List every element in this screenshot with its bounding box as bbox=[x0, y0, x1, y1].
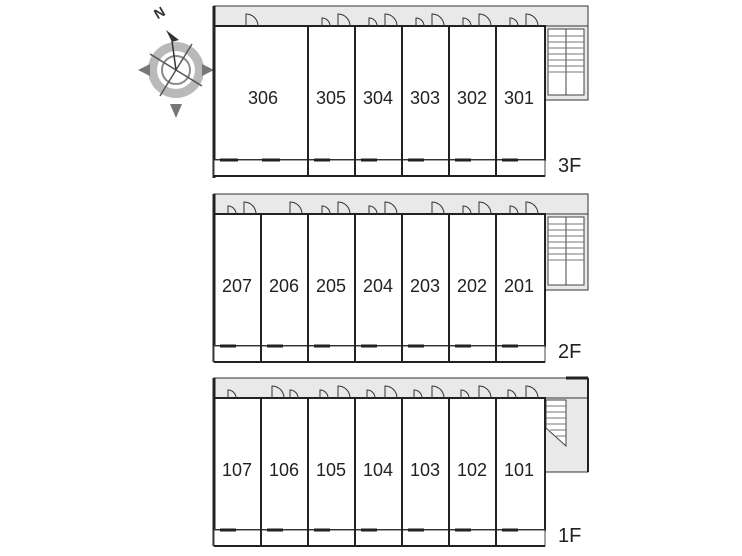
unit-label: 102 bbox=[457, 460, 487, 480]
unit-label: 107 bbox=[222, 460, 252, 480]
stairs-3f bbox=[547, 28, 585, 96]
west-arrow-icon bbox=[138, 64, 150, 76]
compass: N bbox=[138, 3, 214, 118]
unit-label: 201 bbox=[504, 276, 534, 296]
unit-label: 207 bbox=[222, 276, 252, 296]
unit-label: 104 bbox=[363, 460, 393, 480]
unit-label: 305 bbox=[316, 88, 346, 108]
unit-label: 304 bbox=[363, 88, 393, 108]
unit-label: 303 bbox=[410, 88, 440, 108]
floor-label: 1F bbox=[558, 525, 581, 547]
compass-inner-ring bbox=[161, 55, 191, 85]
unit-label: 106 bbox=[269, 460, 299, 480]
unit-label: 205 bbox=[316, 276, 346, 296]
partition-walls-2f bbox=[260, 214, 497, 362]
south-arrow-icon bbox=[170, 104, 182, 118]
stairs-2f bbox=[547, 216, 585, 286]
east-arrow-icon bbox=[202, 64, 214, 76]
door-swings-3f bbox=[245, 13, 539, 27]
unit-label: 301 bbox=[504, 88, 534, 108]
door-swings-2f bbox=[227, 201, 539, 215]
stairs-1f bbox=[545, 399, 567, 448]
unit-label: 206 bbox=[269, 276, 299, 296]
unit-label: 306 bbox=[248, 88, 278, 108]
partition-walls-1f bbox=[260, 398, 497, 546]
unit-label: 203 bbox=[410, 276, 440, 296]
unit-label: 105 bbox=[316, 460, 346, 480]
unit-label: 103 bbox=[410, 460, 440, 480]
floor-label: 3F bbox=[558, 155, 581, 177]
unit-label: 204 bbox=[363, 276, 393, 296]
unit-label: 302 bbox=[457, 88, 487, 108]
floor-1f: 107 106 105 104 103 102 101 1F bbox=[212, 376, 589, 547]
door-swings-1f bbox=[227, 385, 539, 399]
unit-label: 202 bbox=[457, 276, 487, 296]
floor-label: 2F bbox=[558, 341, 581, 363]
north-arrow-icon bbox=[166, 30, 179, 42]
north-pointer bbox=[171, 40, 177, 71]
partition-walls-3f bbox=[307, 26, 497, 176]
north-label: N bbox=[151, 3, 168, 22]
floor-2f: 207 206 205 204 203 202 201 2F bbox=[212, 193, 589, 363]
unit-label: 101 bbox=[504, 460, 534, 480]
units-block-1f bbox=[213, 397, 546, 531]
floor-3f: 306 305 304 303 302 301 3F bbox=[212, 5, 589, 178]
